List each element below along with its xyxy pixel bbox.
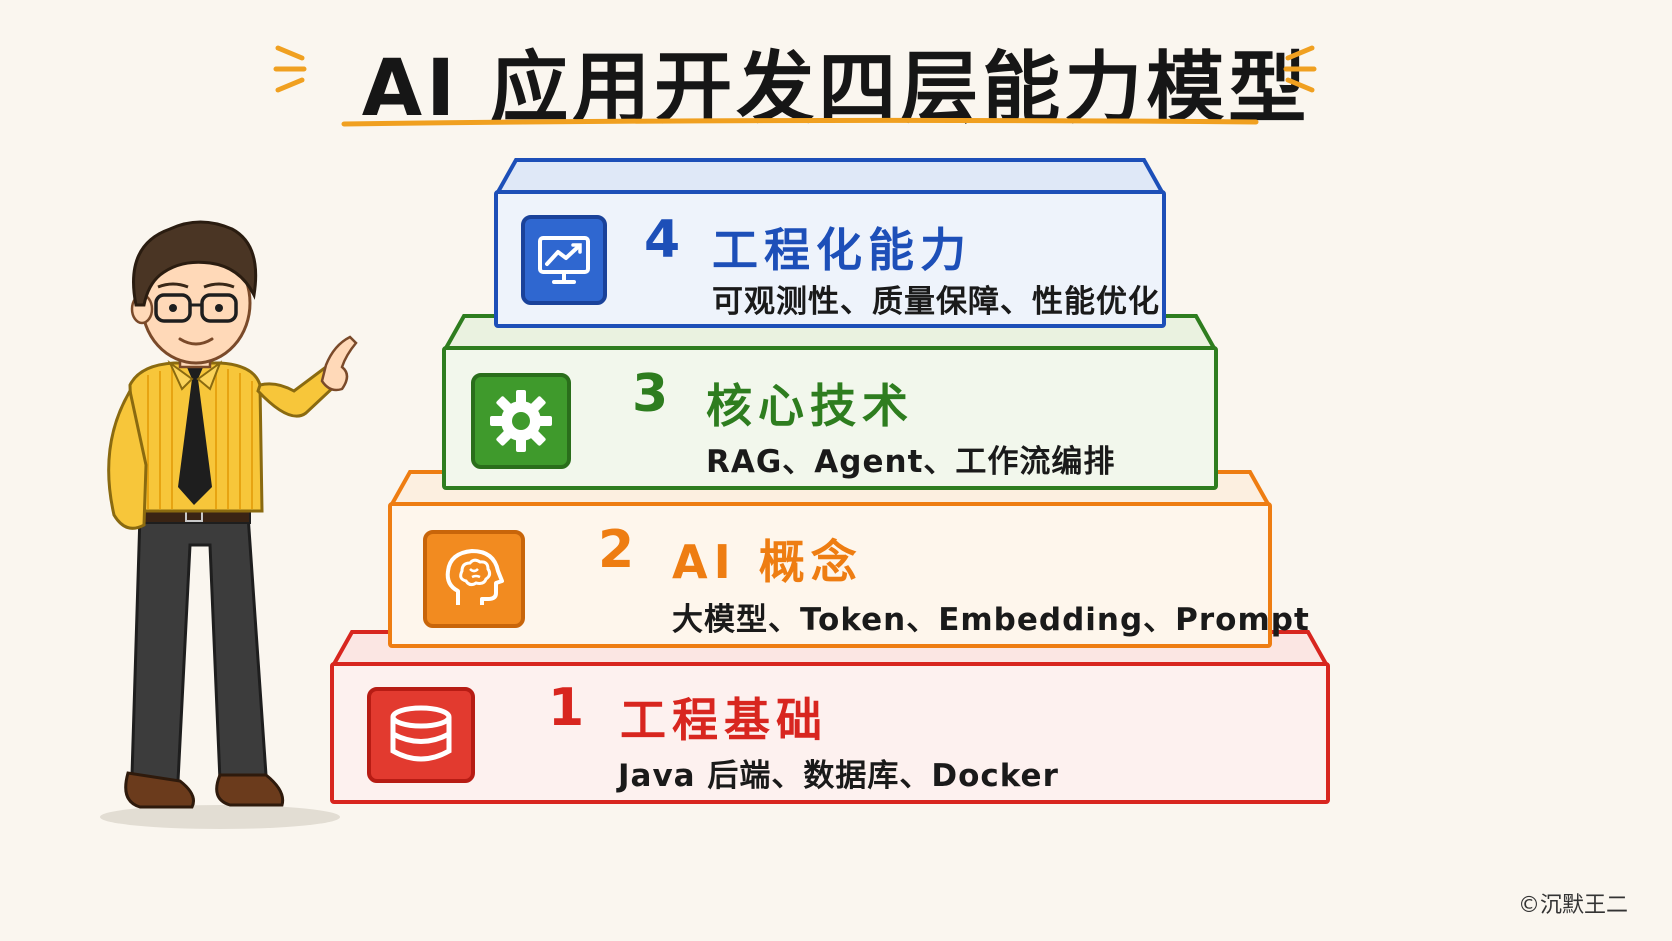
right-sparkle-icon <box>1283 45 1317 93</box>
layer-2-subtitle: 大模型、Token、Embedding、Prompt <box>672 602 1310 638</box>
layer-3-number: 3 <box>632 364 669 424</box>
head-brain-icon <box>423 530 525 628</box>
layer-3-heading: 核心技术 <box>706 379 914 433</box>
copyright-text: ©沉默王二 <box>1517 893 1628 918</box>
layer-2-block <box>388 502 1272 648</box>
layer-1-heading: 工程基础 <box>620 693 828 747</box>
layer-1-number: 1 <box>548 678 585 738</box>
layer-3-block <box>442 346 1218 490</box>
layer-4-subtitle: 可观测性、质量保障、性能优化 <box>712 284 1160 320</box>
gear-icon <box>471 373 571 469</box>
layer-1-block <box>330 662 1330 804</box>
layer-2-heading: AI 概念 <box>672 535 863 589</box>
title-underline <box>341 117 1259 127</box>
layer-4-number: 4 <box>644 210 681 270</box>
layer-4-heading: 工程化能力 <box>712 223 972 277</box>
layer-1-subtitle: Java 后端、数据库、Docker <box>618 758 1059 794</box>
monitor-chart-icon <box>521 215 607 305</box>
layer-3-subtitle: RAG、Agent、工作流编排 <box>706 444 1116 480</box>
layer-2-number: 2 <box>598 520 635 580</box>
left-sparkle-icon <box>273 45 307 93</box>
database-icon <box>367 687 475 783</box>
presenter-illustration <box>100 220 358 829</box>
